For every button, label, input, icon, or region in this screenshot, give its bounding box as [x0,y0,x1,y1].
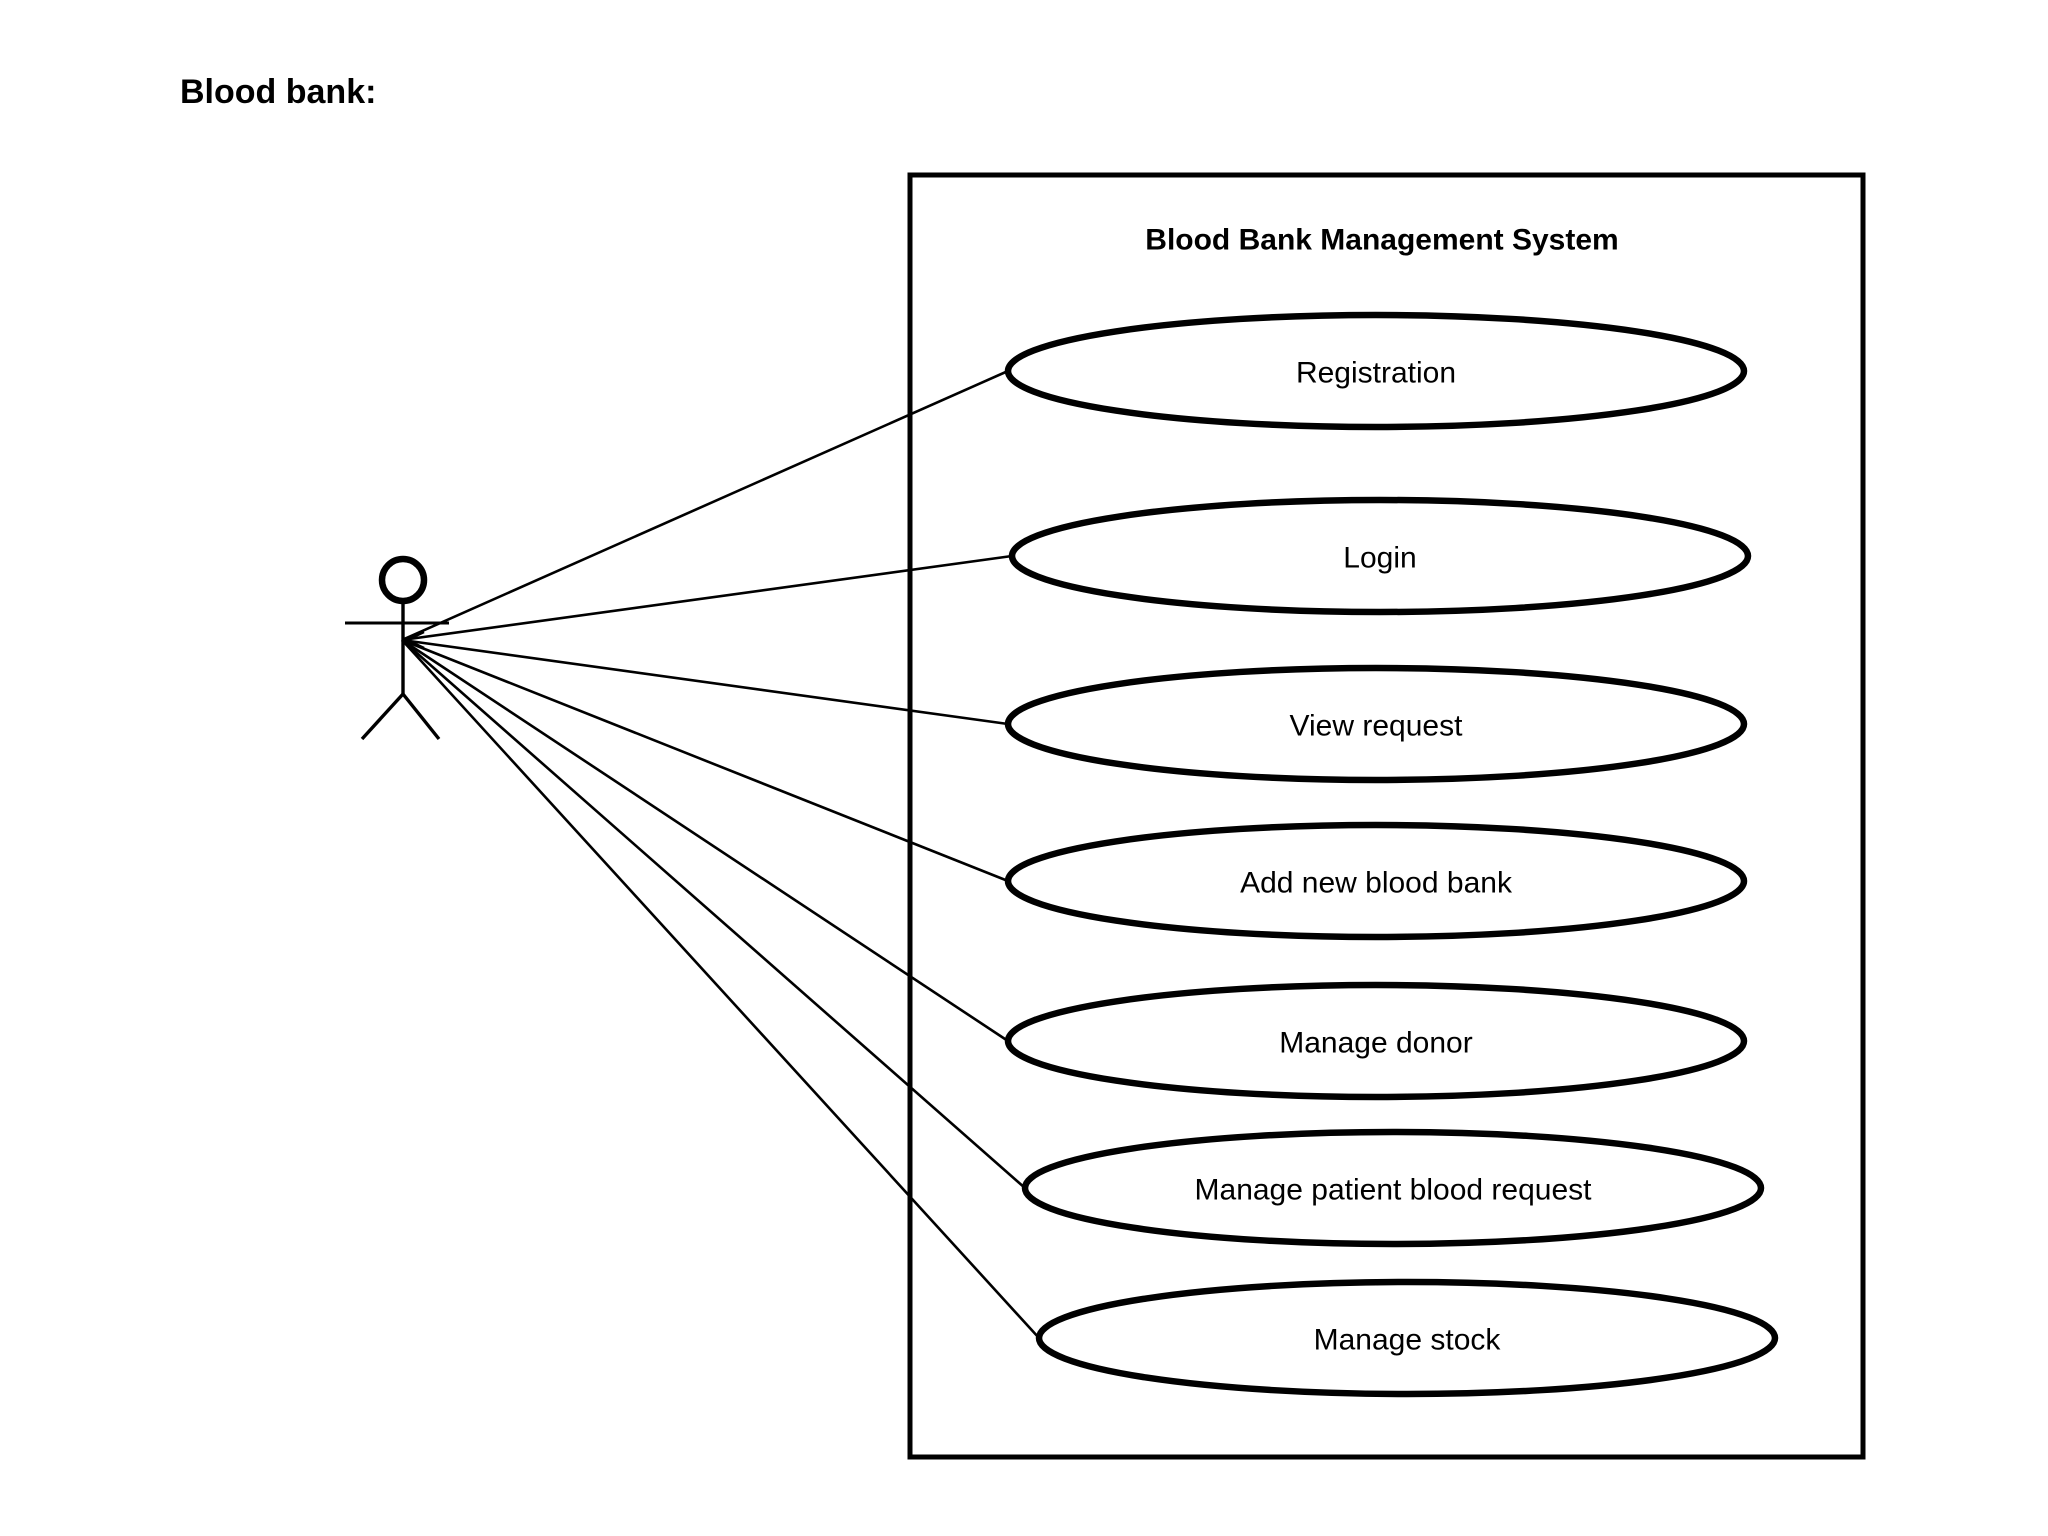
use-case-add-new-blood-bank: Add new blood bank [1004,821,1748,941]
arrowhead-icon [403,630,425,650]
association-lines [401,369,1040,1339]
use-cases: Registration Login View request Add new … [1004,311,1779,1398]
use-case-ellipse-manage-patient-blood-request [1021,1128,1765,1248]
association-line-registration [401,369,1009,642]
use-case-manage-stock: Manage stock [1035,1278,1779,1398]
use-case-manage-patient-blood-request: Manage patient blood request [1021,1128,1765,1248]
use-case-login: Login [1008,496,1752,616]
actor-left-leg [360,692,405,741]
association-line-manage-donor [401,638,1009,1043]
use-case-label-manage-donor: Manage donor [1279,1027,1472,1060]
system-title: Blood Bank Management System [1145,224,1618,257]
use-case-ellipse-registration [1004,311,1748,431]
association-line-login [401,554,1013,642]
association-line-add-new-blood-bank [401,638,1009,883]
association-line-manage-stock [401,639,1040,1339]
use-case-ellipse-manage-donor [1004,981,1748,1101]
use-case-ellipse-add-new-blood-bank [1004,821,1748,941]
page-title: Blood bank: [180,73,377,111]
use-case-view-request: View request [1004,664,1748,784]
use-case-label-registration: Registration [1296,357,1456,390]
use-case-label-manage-patient-blood-request: Manage patient blood request [1195,1174,1593,1207]
association-line-manage-patient-blood-request [401,639,1026,1189]
association-line-view-request [401,638,1009,726]
use-case-ellipse-manage-stock [1035,1278,1779,1398]
use-case-label-manage-stock: Manage stock [1314,1324,1502,1357]
use-case-label-view-request: View request [1290,710,1464,743]
use-case-ellipse-login [1008,496,1752,616]
use-case-manage-donor: Manage donor [1004,981,1748,1101]
system-boundary [907,172,1866,1460]
actor-head [378,555,428,605]
actor-right-leg [401,692,441,741]
use-case-label-add-new-blood-bank: Add new blood bank [1240,867,1513,900]
use-case-ellipse-view-request [1004,664,1748,784]
actor-icon [345,555,449,741]
use-case-label-login: Login [1343,542,1416,575]
use-case-registration: Registration [1004,311,1748,431]
